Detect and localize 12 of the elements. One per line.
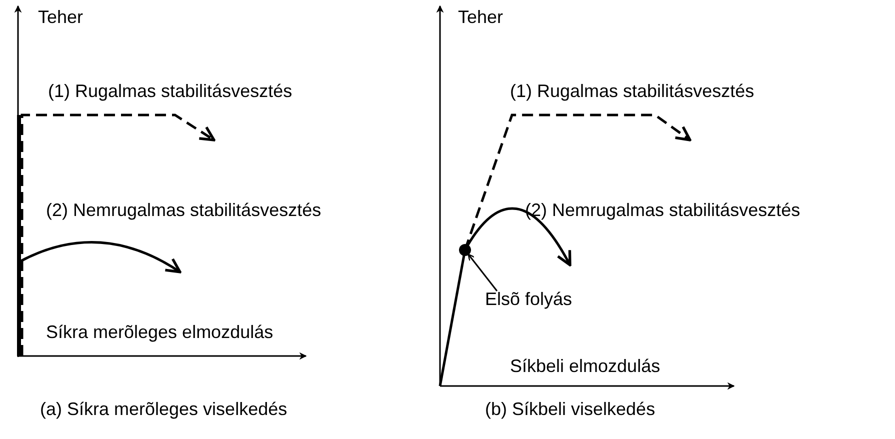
curve-label: (1) Rugalmas stabilitásvesztés [48,80,292,102]
annotation-text: Elsõ folyás [485,288,572,310]
axis-label: Síkbeli elmozdulás [510,355,660,377]
curve-label: (2) Nemrugalmas stabilitásvesztés [46,199,322,221]
first-yield-point [459,244,471,256]
caption: (a) Síkra merõleges viselkedés [40,398,288,420]
leader-arrow [468,254,498,292]
axis-label: Síkra merõleges elmozdulás [46,321,274,343]
axis-label: Teher [38,6,84,28]
axis-label: Teher [458,6,504,28]
curve-label: (1) Rugalmas stabilitásvesztés [510,80,754,102]
caption: (b) Síkbeli viselkedés [485,398,656,420]
